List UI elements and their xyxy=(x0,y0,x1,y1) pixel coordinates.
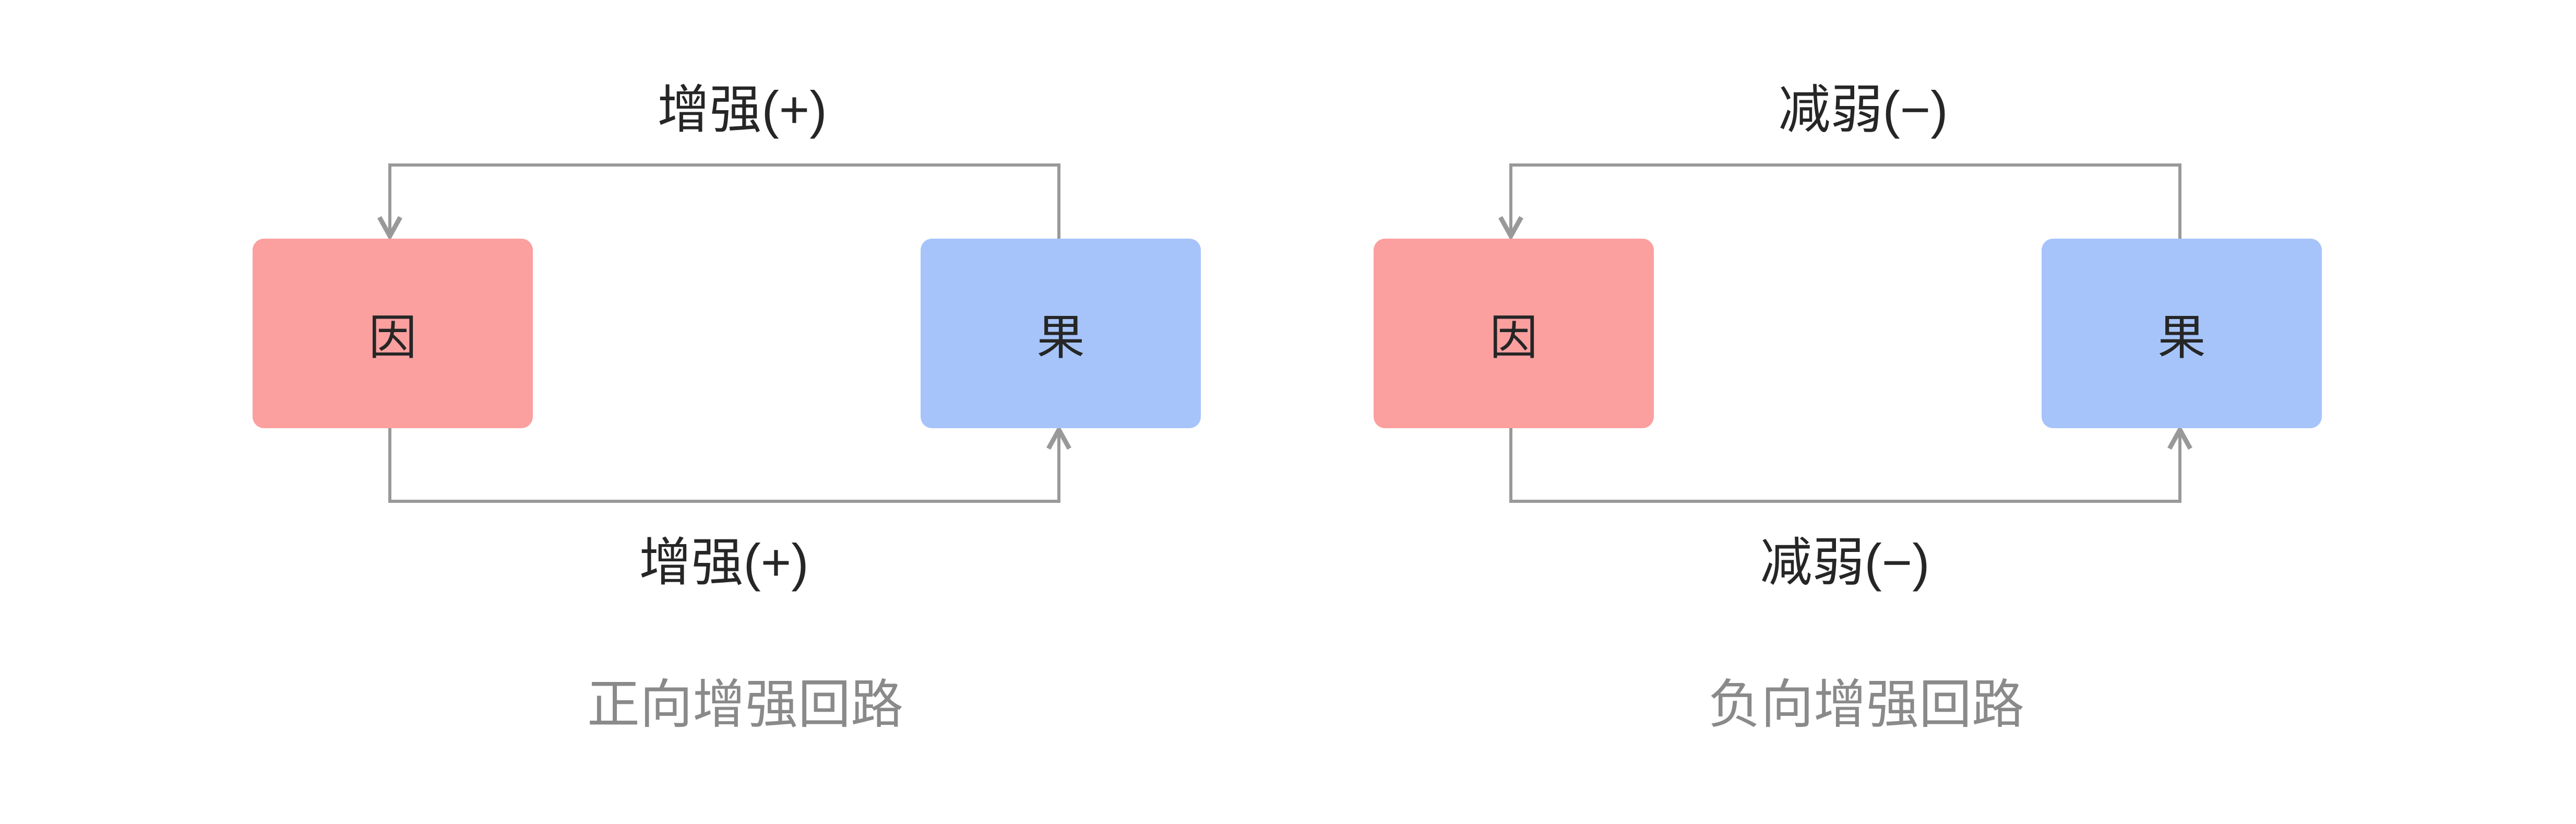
connector-lines xyxy=(377,163,1071,503)
cause-node-label: 因 xyxy=(368,311,417,364)
edge-label-bottom: 增强(+) xyxy=(639,533,809,592)
connector-lines xyxy=(1498,163,2192,503)
arrow-up-icon xyxy=(2167,425,2192,450)
edge-top-line xyxy=(1509,163,2181,239)
edge-bottom-line xyxy=(388,428,1060,503)
edge-label-top: 减弱(−) xyxy=(1778,80,1948,139)
edge-top-line xyxy=(388,163,1060,239)
arrow-down-icon xyxy=(1498,216,1523,241)
diagram-caption: 正向增强回路 xyxy=(587,676,904,734)
effect-node: 果 xyxy=(921,239,1201,428)
effect-node: 果 xyxy=(2042,239,2322,428)
effect-node-label: 果 xyxy=(2157,311,2206,364)
arrow-down-icon xyxy=(377,216,402,241)
loop-diagram-positive: 增强(+) 因 果 增强(+) 正向增强回路 xyxy=(253,80,1201,734)
diagram-caption: 负向增强回路 xyxy=(1708,676,2025,734)
loop-diagram-negative: 减弱(−) 因 果 减弱(−) 负向增强回路 xyxy=(1121,0,2409,824)
arrow-up-icon xyxy=(1046,425,1071,450)
edge-label-bottom: 减弱(−) xyxy=(1760,533,1930,592)
edge-label-top: 增强(+) xyxy=(657,80,827,139)
effect-node-label: 果 xyxy=(1036,311,1085,364)
cause-node: 因 xyxy=(1374,239,1654,428)
cause-node: 因 xyxy=(253,239,533,428)
edge-bottom-line xyxy=(1509,428,2181,503)
cause-node-label: 因 xyxy=(1489,311,1538,364)
